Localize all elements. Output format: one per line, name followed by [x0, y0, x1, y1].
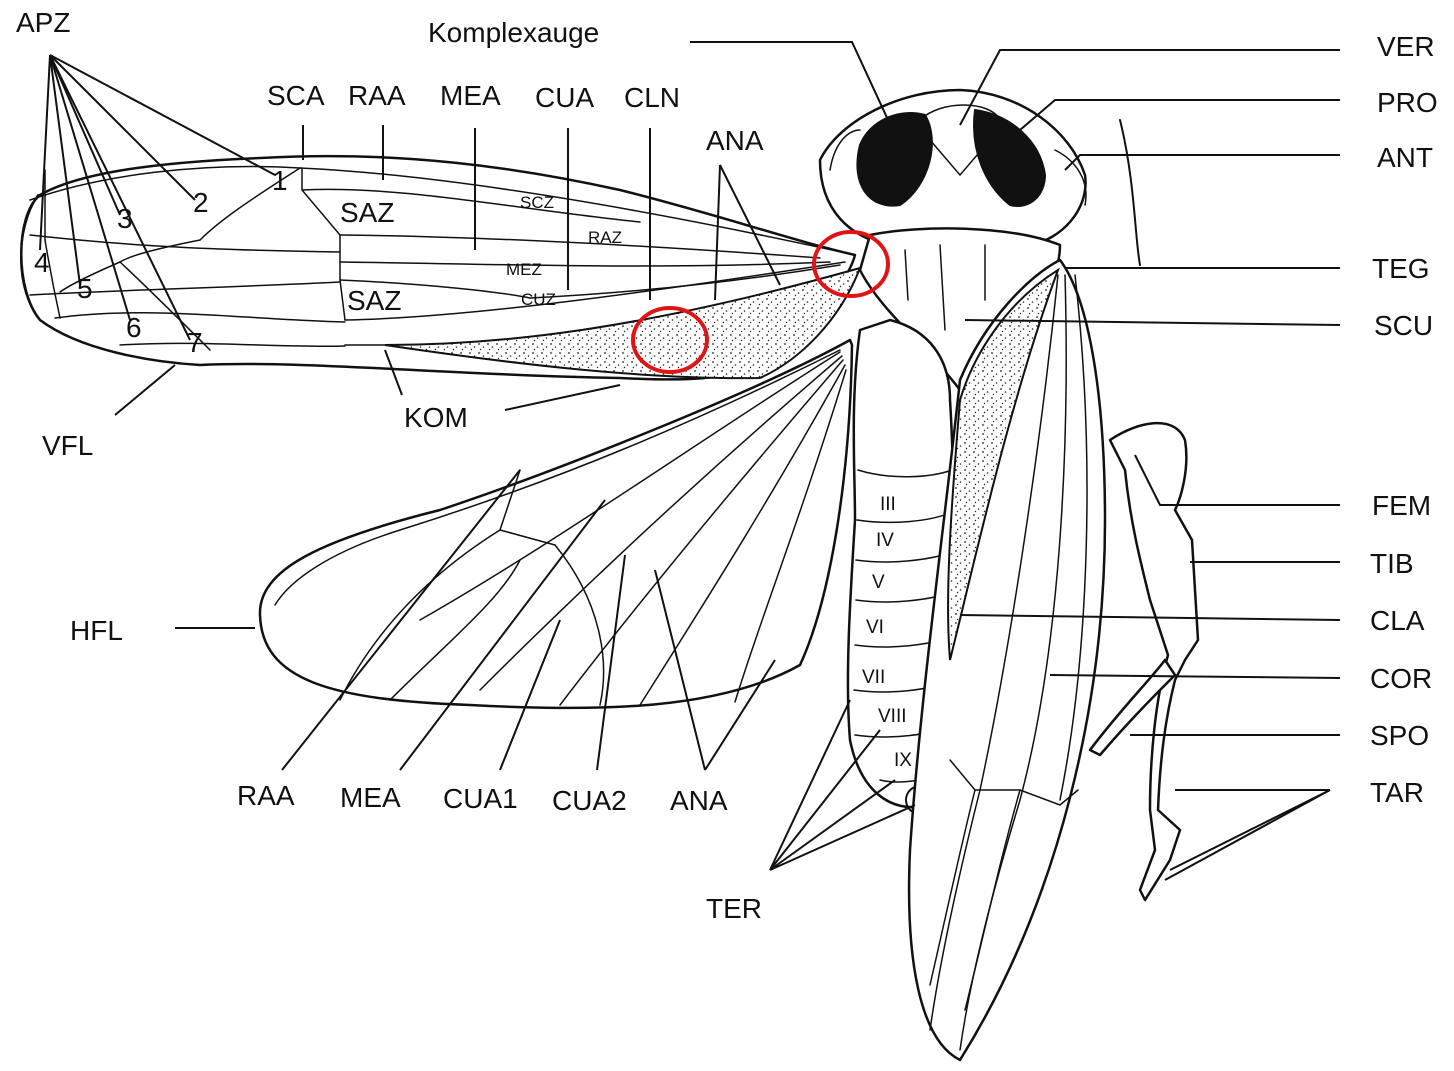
label-cell-5: 5	[77, 273, 93, 304]
label-cell-1: 1	[272, 165, 288, 196]
label-sca: SCA	[267, 80, 325, 111]
label-kom: KOM	[404, 402, 468, 433]
label-cuz: CUZ	[521, 290, 556, 309]
label-mea-bottom: MEA	[340, 782, 401, 813]
label-pro: PRO	[1377, 87, 1438, 118]
fore-wing	[21, 156, 860, 379]
label-hfl: HFL	[70, 615, 123, 646]
label-seg-6: VI	[866, 617, 884, 638]
label-seg-8: VIII	[878, 706, 907, 727]
label-saz-upper: SAZ	[340, 197, 394, 228]
label-mez: MEZ	[506, 260, 542, 279]
label-raa-top: RAA	[348, 80, 406, 111]
label-cell-7: 7	[187, 327, 203, 358]
label-cell-2: 2	[193, 187, 209, 218]
label-cln: CLN	[624, 82, 680, 113]
label-ter: TER	[706, 893, 762, 924]
label-raa-bottom: RAA	[237, 780, 295, 811]
label-seg-9: IX	[894, 750, 912, 771]
label-cla: CLA	[1370, 605, 1425, 636]
label-cell-3: 3	[117, 203, 133, 234]
label-cell-6: 6	[126, 312, 142, 343]
label-ant: ANT	[1377, 142, 1433, 173]
label-vfl: VFL	[42, 430, 93, 461]
label-scz: SCZ	[520, 193, 554, 212]
label-cua1: CUA1	[443, 783, 518, 814]
label-ana-top: ANA	[706, 125, 764, 156]
label-ana-bottom: ANA	[670, 785, 728, 816]
label-teg: TEG	[1372, 253, 1430, 284]
label-seg-5: V	[872, 572, 885, 593]
label-cua2: CUA2	[552, 785, 627, 816]
label-cua-top: CUA	[535, 82, 594, 113]
label-fem: FEM	[1372, 490, 1431, 521]
label-komplexauge: Komplexauge	[428, 17, 599, 48]
label-saz-lower: SAZ	[347, 285, 401, 316]
label-seg-4: IV	[876, 530, 894, 551]
label-raz: RAZ	[588, 228, 622, 247]
label-tib: TIB	[1370, 548, 1414, 579]
label-seg-7: VII	[862, 667, 885, 688]
label-cell-4: 4	[34, 247, 50, 278]
label-ver: VER	[1377, 31, 1435, 62]
hind-wing	[260, 340, 852, 708]
label-scu: SCU	[1374, 310, 1433, 341]
label-mea-top: MEA	[440, 80, 501, 111]
label-spo: SPO	[1370, 720, 1429, 751]
label-tar: TAR	[1370, 777, 1424, 808]
label-seg-3: III	[880, 494, 896, 515]
label-apz: APZ	[16, 7, 70, 38]
label-cor: COR	[1370, 663, 1432, 694]
